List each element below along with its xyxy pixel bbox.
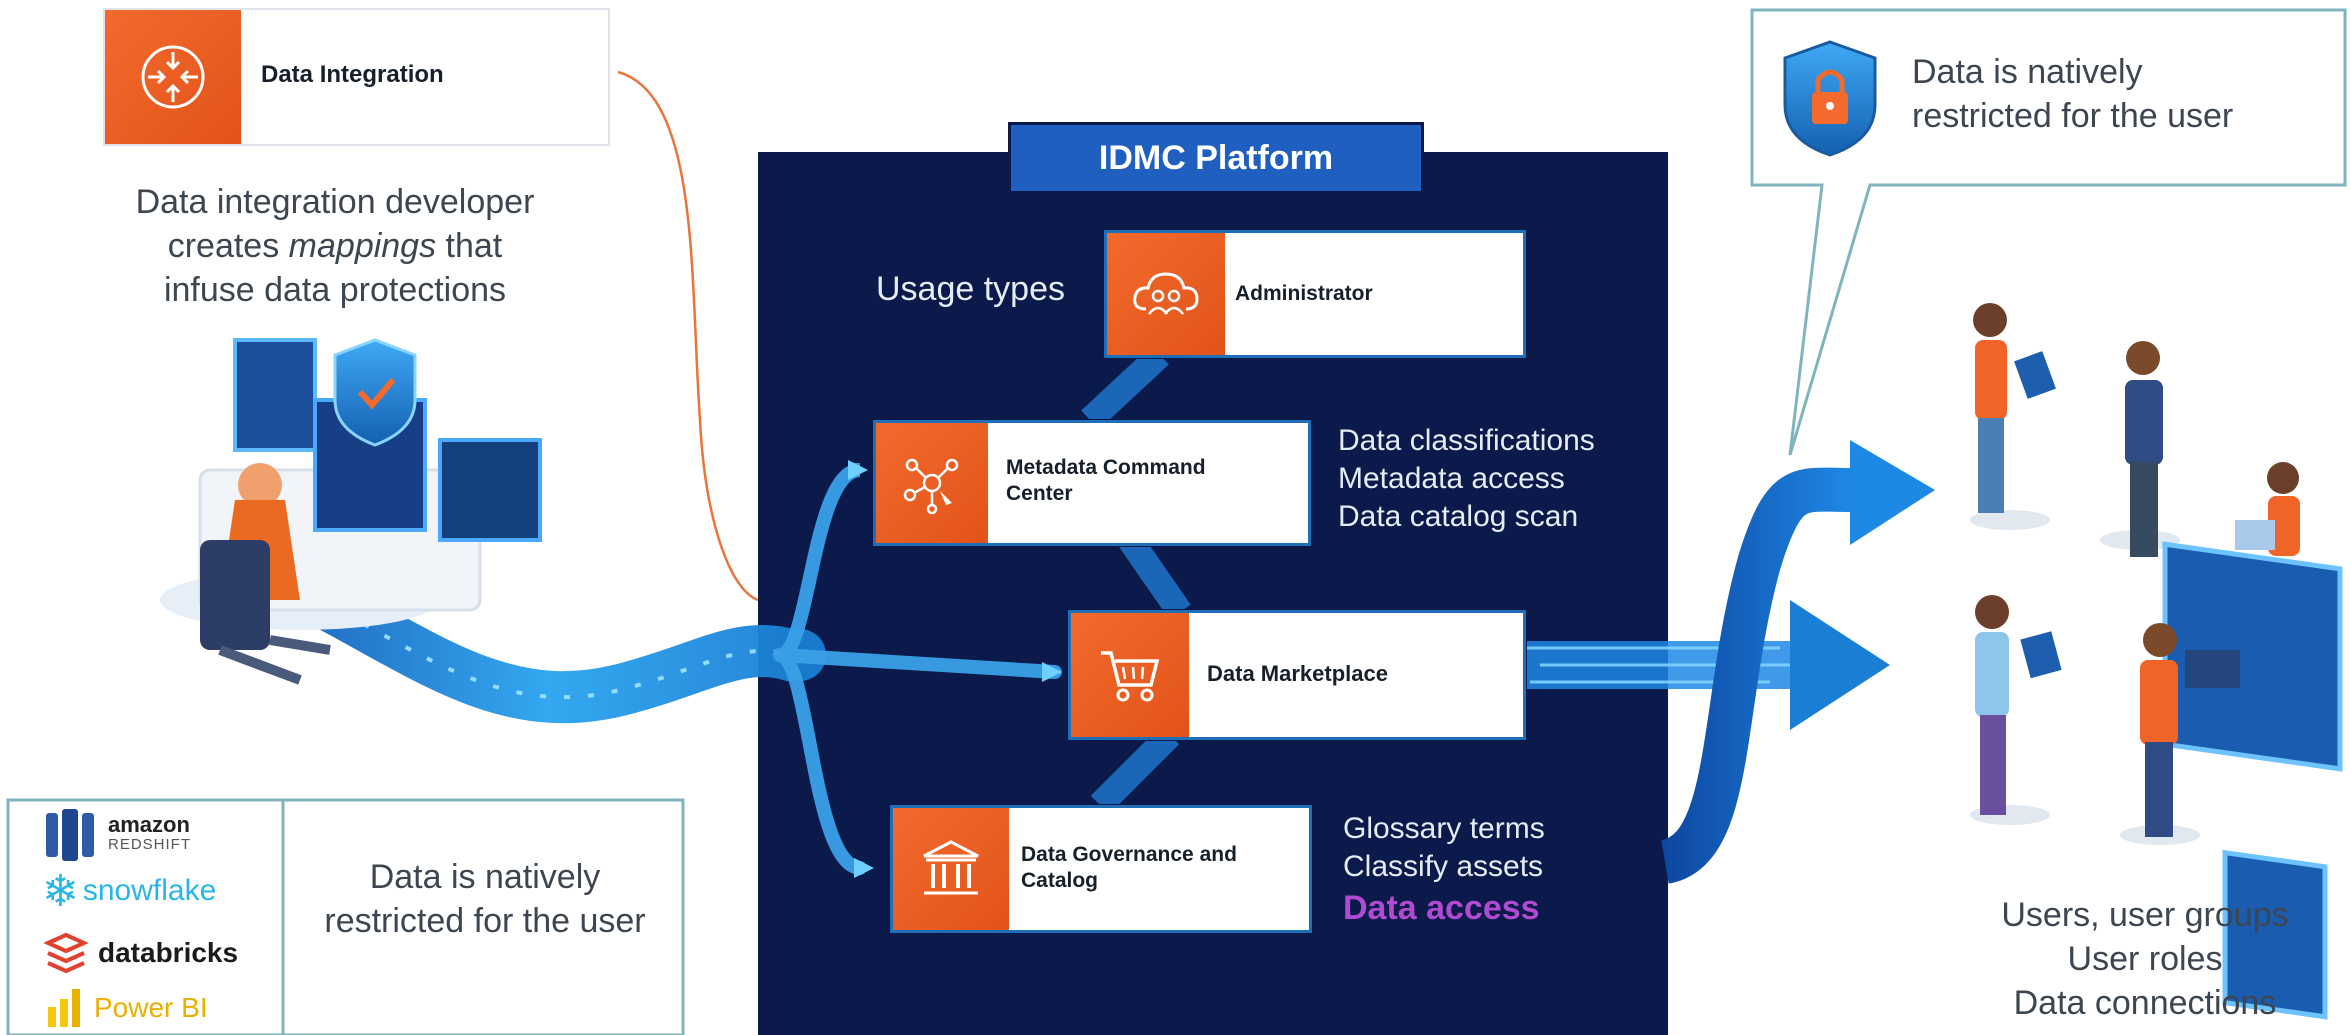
usage-types-label: Usage types <box>876 270 1065 308</box>
governance-icon-box <box>893 808 1009 930</box>
mcc-note: Metadata access <box>1338 462 1565 495</box>
snowflake-icon: ❄ <box>42 866 79 916</box>
dgc-label: Data Governance and Catalog <box>1021 842 1237 894</box>
platform-title-text: IDMC Platform <box>1098 138 1334 177</box>
mcc-note: Data catalog scan <box>1338 500 1579 533</box>
dgc-label-line-2: Catalog <box>1021 869 1099 892</box>
marketplace-label: Data Marketplace <box>1207 661 1388 686</box>
redshift-logo: amazon REDSHIFT <box>42 805 191 865</box>
desc-mappings: mappings <box>288 227 437 265</box>
users-callout-line-2: restricted for the user <box>1912 97 2234 135</box>
users-callout-text: Data is natively restricted for the user <box>1912 50 2233 138</box>
data-marketplace-card[interactable]: Data Marketplace <box>1068 610 1526 740</box>
redshift-logo-line-2: REDSHIFT <box>108 836 191 853</box>
shopping-cart-icon <box>1101 651 1160 702</box>
metadata-command-center-card[interactable]: Metadata Command Center <box>873 420 1311 546</box>
connector-curve <box>617 70 759 602</box>
powerbi-logo: Power BI <box>44 985 208 1030</box>
snowflake-logo: ❄ snowflake <box>42 866 216 916</box>
data-governance-card[interactable]: Data Governance and Catalog <box>890 805 1312 933</box>
snowflake-logo-text: snowflake <box>82 874 217 907</box>
desc-suffix: that <box>436 227 503 265</box>
users-illustration <box>1970 303 2343 1020</box>
mcc-label: Metadata Command Center <box>1006 455 1206 507</box>
mcc-label-line-2: Center <box>1006 482 1073 505</box>
merge-arrows-icon <box>141 45 205 109</box>
platform-title: IDMC Platform <box>1008 122 1424 194</box>
databricks-icon <box>44 932 88 974</box>
lock-shield-icon <box>1783 40 1877 157</box>
users-caption-line: Data connections <box>2013 984 2277 1022</box>
data-integration-label: Data Integration <box>261 61 444 88</box>
marketplace-icon-box <box>1071 613 1189 737</box>
sources-note: Data is natively restricted for the user <box>290 855 680 943</box>
users-caption-line: Users, user groups <box>2001 896 2289 934</box>
sources-note-line-1: Data is natively <box>369 858 601 896</box>
dgc-notes: Glossary terms Classify assets Data acce… <box>1343 810 1545 930</box>
integration-icon-box <box>105 10 241 144</box>
data-integration-card[interactable]: Data Integration <box>103 8 610 146</box>
administrator-card[interactable]: Administrator <box>1104 230 1526 358</box>
desc-line-3: infuse data protections <box>163 271 507 309</box>
sources-box <box>6 798 685 1035</box>
mcc-label-line-1: Metadata Command <box>1006 456 1206 479</box>
administrator-label: Administrator <box>1235 282 1373 305</box>
administrator-icon-box <box>1107 233 1225 355</box>
dgc-note: Glossary terms <box>1343 812 1545 845</box>
institution-icon <box>923 840 979 895</box>
cloud-users-icon <box>1133 272 1199 315</box>
powerbi-icon <box>48 988 80 1027</box>
mcc-icon-box <box>876 423 988 543</box>
users-callout-bubble <box>1750 8 2347 456</box>
users-caption-line: User roles <box>2067 940 2223 978</box>
users-caption: Users, user groups User roles Data conne… <box>1950 893 2340 1025</box>
desc-line-2: creates mappings that <box>100 224 570 268</box>
users-callout-line-1: Data is natively <box>1912 53 2143 91</box>
databricks-logo: databricks <box>44 928 238 978</box>
databricks-logo-text: databricks <box>98 937 239 968</box>
mcc-note: Data classifications <box>1338 424 1595 457</box>
developer-illustration <box>160 338 542 685</box>
desc-line-1: Data integration developer <box>135 183 535 221</box>
redshift-logo-line-1: amazon <box>108 812 190 837</box>
data-integration-description: Data integration developer creates mappi… <box>100 180 570 312</box>
dgc-highlight-note: Data access <box>1343 889 1540 927</box>
network-nodes-icon <box>903 458 959 515</box>
mcc-notes: Data classifications Metadata access Dat… <box>1338 422 1595 536</box>
powerbi-logo-text: Power BI <box>94 991 208 1023</box>
sources-note-line-2: restricted for the user <box>324 902 646 940</box>
dgc-note: Classify assets <box>1343 850 1544 883</box>
outgoing-flow-lower <box>1659 467 1851 884</box>
dgc-label-line-1: Data Governance and <box>1021 843 1237 866</box>
desc-prefix: creates <box>167 227 289 265</box>
redshift-icon <box>46 809 94 861</box>
